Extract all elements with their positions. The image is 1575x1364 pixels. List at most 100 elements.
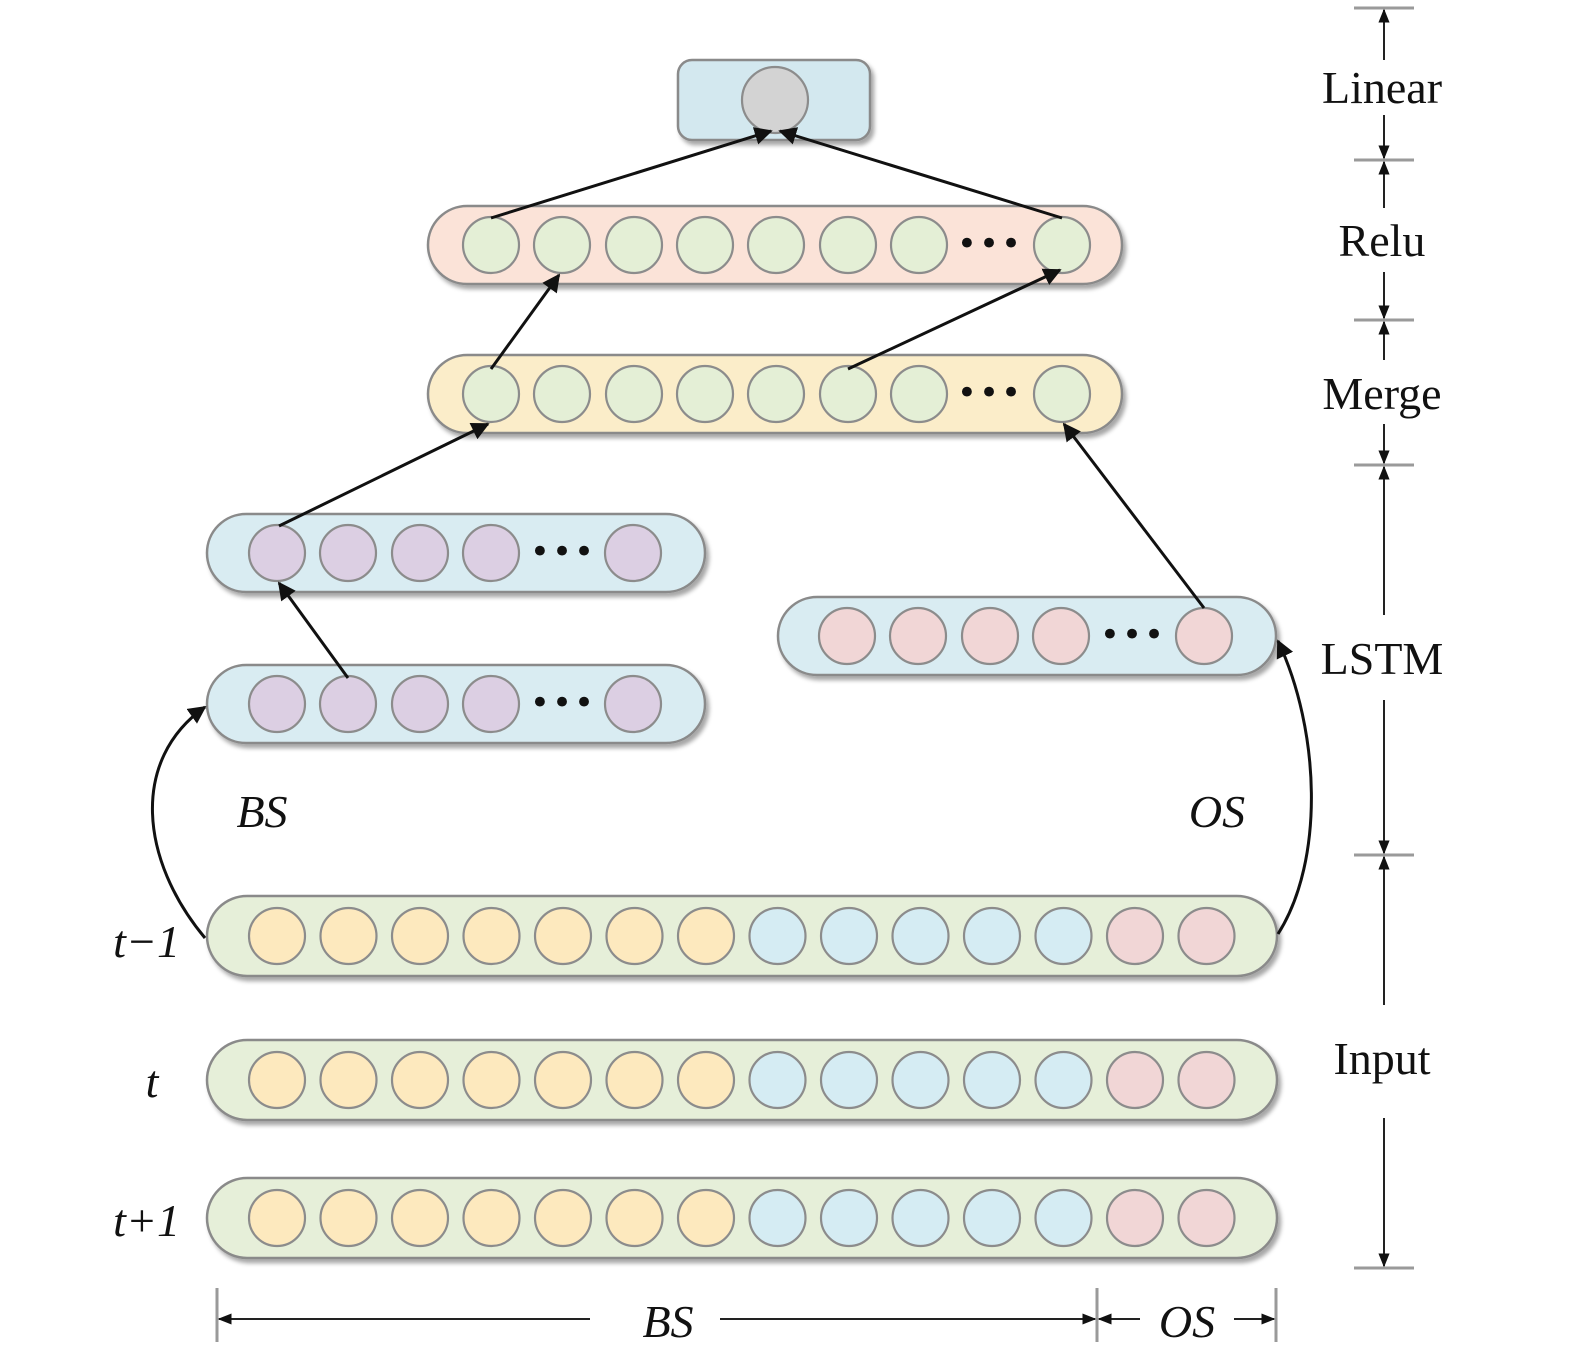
relu-row-node — [889, 215, 949, 275]
lstm-bs-lower-ellipsis: ••• — [530, 683, 596, 723]
merge-row-node — [532, 364, 592, 424]
input-node-t-plus-1 — [891, 1188, 950, 1248]
input-node-t — [676, 1050, 736, 1110]
lstm-os-node — [960, 606, 1020, 666]
relu-row-ellipsis: ••• — [957, 224, 1023, 264]
conn-merge-to-relu-right — [847, 268, 1062, 371]
lstm-bs-upper-node — [390, 523, 450, 583]
input-node-t — [1105, 1050, 1165, 1110]
layer-label-relu: Relu — [1339, 215, 1426, 266]
input-node-t — [891, 1050, 950, 1110]
input-node-t-minus-1 — [319, 906, 378, 966]
input-node-t-plus-1 — [247, 1188, 307, 1248]
lstm-bs-upper-node — [461, 523, 521, 583]
input-node-t-minus-1 — [462, 906, 521, 966]
time-label-t-minus-1: t−1 — [113, 916, 180, 967]
input-node-t — [390, 1050, 450, 1110]
input-node-t — [748, 1050, 807, 1110]
layer-label-linear: Linear — [1322, 62, 1442, 113]
input-node-t-minus-1 — [962, 906, 1022, 966]
input-node-t — [962, 1050, 1022, 1110]
merge-row-node — [1032, 364, 1092, 424]
conn-input-to-lstm-bs — [151, 705, 207, 939]
input-node-t-plus-1 — [962, 1188, 1022, 1248]
input-node-t-plus-1 — [676, 1188, 736, 1248]
input-node-t-minus-1 — [1105, 906, 1165, 966]
input-node-t-plus-1 — [462, 1188, 521, 1248]
merge-row-node — [889, 364, 949, 424]
input-node-t — [1177, 1050, 1236, 1110]
lstm-os-node — [817, 606, 877, 666]
input-node-t-minus-1 — [533, 906, 593, 966]
lstm-bs-lower-node — [461, 674, 521, 734]
input-node-t-minus-1 — [605, 906, 664, 966]
input-node-t-minus-1 — [390, 906, 450, 966]
input-node-t — [819, 1050, 879, 1110]
linear-output-node — [740, 65, 810, 135]
layer-label-input: Input — [1333, 1033, 1430, 1084]
lstm-bs-upper-node — [247, 523, 307, 583]
relu-row-node — [818, 215, 878, 275]
conn-relu-left-to-linear — [490, 127, 773, 220]
input-node-t-minus-1 — [891, 906, 950, 966]
input-node-t — [1034, 1050, 1093, 1110]
branch-label-bs: BS — [236, 786, 287, 837]
lstm-bs-upper-ellipsis: ••• — [530, 532, 596, 572]
input-node-t — [247, 1050, 307, 1110]
input-node-t-plus-1 — [1034, 1188, 1093, 1248]
input-node-t — [462, 1050, 521, 1110]
input-node-t — [533, 1050, 593, 1110]
merge-row-node — [604, 364, 664, 424]
input-node-t-plus-1 — [390, 1188, 450, 1248]
conn-merge-to-relu-left — [489, 273, 561, 370]
input-node-t — [319, 1050, 378, 1110]
lstm-bs-upper-node — [603, 523, 663, 583]
relu-row-node — [604, 215, 664, 275]
input-node-t-plus-1 — [319, 1188, 378, 1248]
relu-row-node — [675, 215, 735, 275]
conn-lstm-bs-up — [277, 581, 350, 679]
input-node-t-minus-1 — [1034, 906, 1093, 966]
input-node-t-minus-1 — [676, 906, 736, 966]
lstm-bs-lower-node — [603, 674, 663, 734]
input-node-t-minus-1 — [1177, 906, 1236, 966]
layer-label-lstm: LSTM — [1321, 633, 1444, 684]
input-node-t — [605, 1050, 664, 1110]
lstm-os-node — [1174, 606, 1234, 666]
merge-row-node — [746, 364, 806, 424]
lstm-os-ellipsis: ••• — [1100, 615, 1166, 655]
merge-row-ellipsis: ••• — [957, 373, 1023, 413]
lstm-bs-lower-node — [318, 674, 378, 734]
input-node-t-plus-1 — [533, 1188, 593, 1248]
conn-relu-right-to-linear — [778, 127, 1063, 220]
input-node-t-plus-1 — [748, 1188, 807, 1248]
input-node-t-minus-1 — [748, 906, 807, 966]
conn-input-to-lstm-os — [1276, 639, 1313, 935]
branch-label-os: OS — [1189, 786, 1245, 837]
conn-lstm-bs-to-merge — [278, 422, 490, 528]
merge-row-node — [461, 364, 521, 424]
lstm-bs-upper-node — [318, 523, 378, 583]
layer-label-merge: Merge — [1322, 368, 1441, 419]
bottom-dim-label-bs: BS — [642, 1296, 693, 1347]
relu-row-node — [746, 215, 806, 275]
time-label-t: t — [146, 1056, 160, 1107]
merge-row-node — [818, 364, 878, 424]
time-label-t-plus-1: t+1 — [113, 1195, 180, 1246]
input-node-t-plus-1 — [819, 1188, 879, 1248]
bottom-dim-label-os: OS — [1159, 1296, 1215, 1347]
lstm-bs-lower-node — [247, 674, 307, 734]
relu-row-node — [461, 215, 521, 275]
relu-row-node — [532, 215, 592, 275]
input-node-t-plus-1 — [605, 1188, 664, 1248]
input-node-t-minus-1 — [247, 906, 307, 966]
lstm-bs-lower-node — [390, 674, 450, 734]
input-node-t-minus-1 — [819, 906, 879, 966]
conn-lstm-os-to-merge — [1062, 422, 1206, 609]
input-node-t-plus-1 — [1177, 1188, 1236, 1248]
lstm-os-node — [1031, 606, 1091, 666]
input-node-t-plus-1 — [1105, 1188, 1165, 1248]
relu-row-node — [1032, 215, 1092, 275]
merge-row-node — [675, 364, 735, 424]
